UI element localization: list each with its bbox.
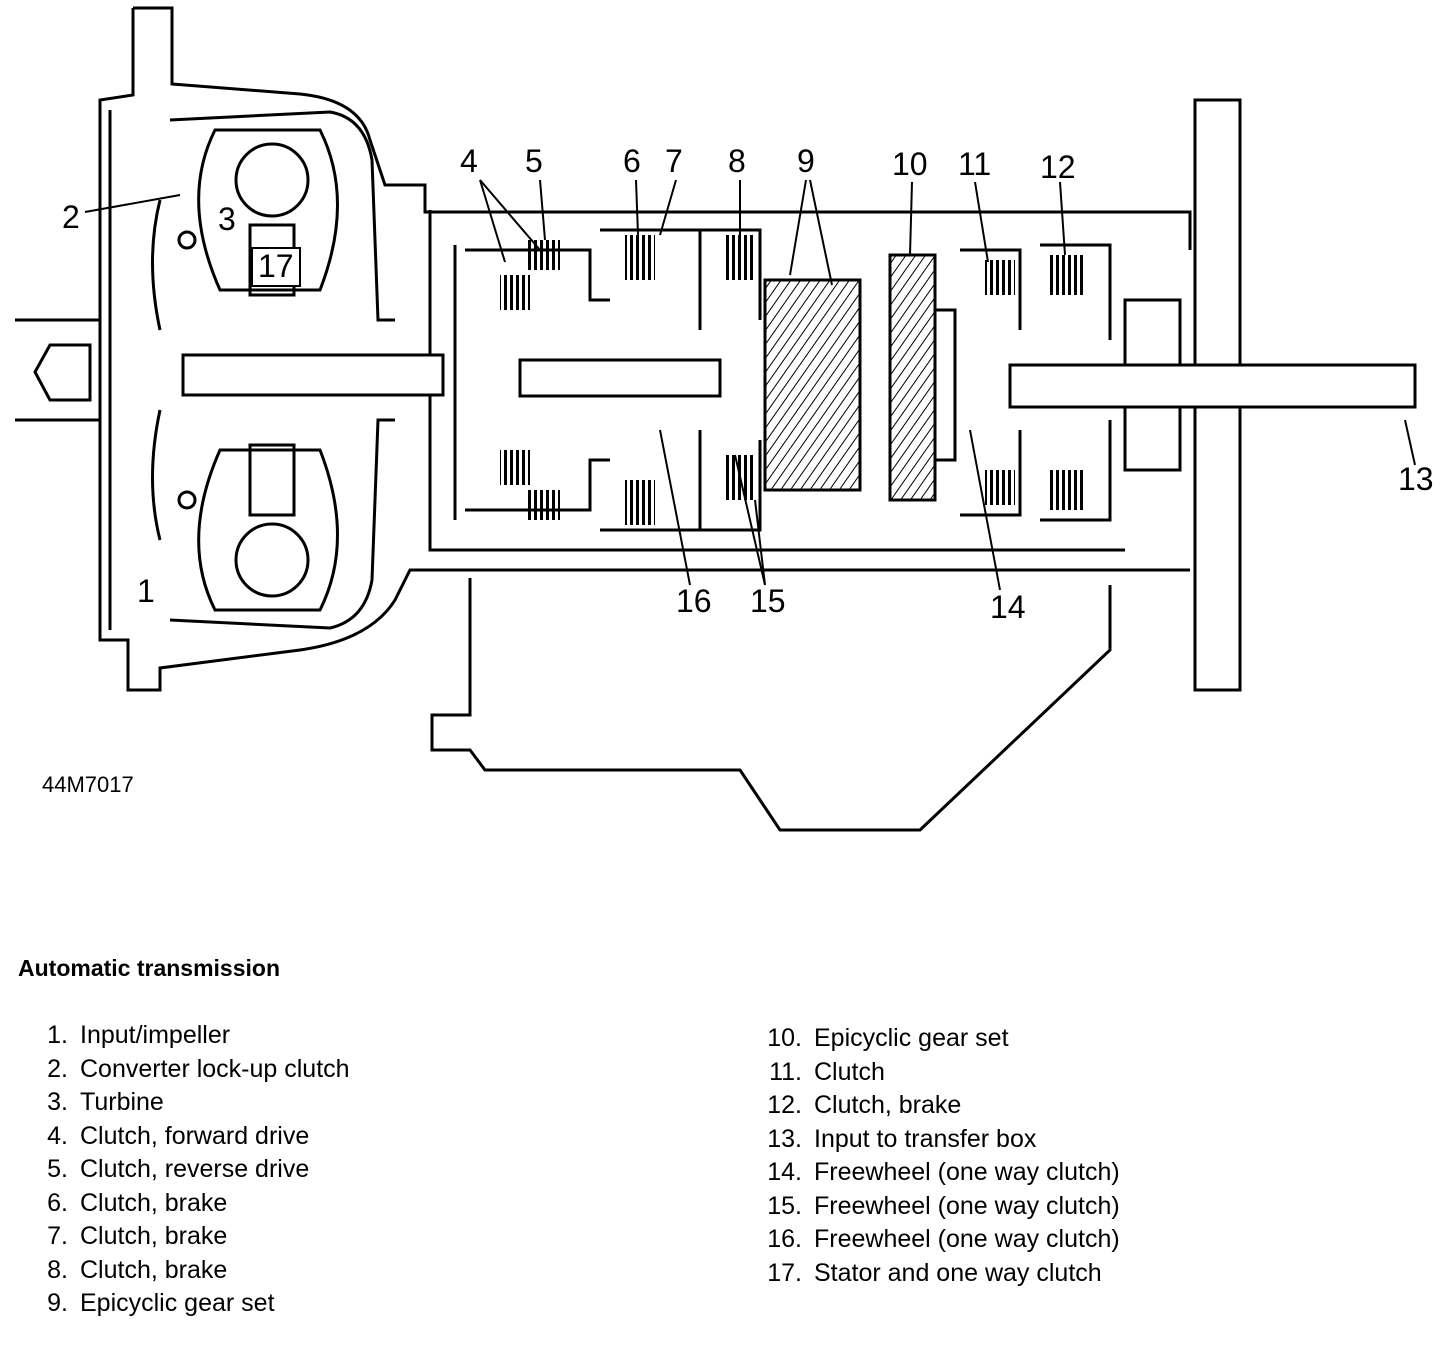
legend-item: 4.Clutch, forward drive — [47, 1121, 310, 1150]
callout-10: 10 — [892, 146, 928, 182]
legend-item: 10.Epicyclic gear set — [767, 1024, 1009, 1052]
epicyclic-gear-sets — [763, 253, 957, 502]
legend-item: 5.Clutch, reverse drive — [47, 1155, 310, 1183]
shafts — [15, 318, 1417, 422]
legend-item: 7.Clutch, brake — [47, 1222, 228, 1250]
legend-right-column: 10.Epicyclic gear set 11.Clutch 12.Clutc… — [750, 1022, 1120, 1290]
drawing-code: 44M7017 — [42, 772, 134, 797]
legend-item: 15.Freewheel (one way clutch) — [767, 1191, 1120, 1220]
legend-item: 6.Clutch, brake — [47, 1188, 228, 1217]
callout-3: 3 — [218, 201, 236, 237]
legend-item: 1.Input/impeller — [47, 1021, 231, 1049]
legend-item: 9.Epicyclic gear set — [47, 1289, 275, 1317]
callout-6: 6 — [623, 143, 641, 179]
callout-16: 16 — [676, 583, 712, 619]
legend-item: 12.Clutch, brake — [767, 1091, 962, 1119]
torque-converter — [151, 128, 339, 612]
callout-17: 17 — [258, 248, 294, 284]
callout-5: 5 — [525, 143, 543, 179]
legend-left-column: 1.Input/impeller 2.Converter lock-up clu… — [28, 1019, 350, 1321]
callout-14: 14 — [990, 589, 1026, 625]
legend-item: 3.Turbine — [47, 1088, 164, 1116]
callout-12: 12 — [1040, 149, 1076, 185]
legend-item: 13.Input to transfer box — [767, 1124, 1037, 1153]
transmission-cross-section-diagram: 1 2 3 4 5 6 7 8 9 10 11 12 13 14 15 16 1… — [15, 6, 1434, 832]
clutch-packs — [465, 228, 1112, 532]
legend-item: 11.Clutch — [769, 1057, 885, 1086]
legend-item: 17.Stator and one way clutch — [767, 1258, 1102, 1287]
callout-13: 13 — [1398, 461, 1434, 497]
callout-2: 2 — [62, 199, 80, 235]
callout-1: 1 — [137, 573, 155, 609]
callout-4: 4 — [460, 143, 478, 179]
legend-item: 16.Freewheel (one way clutch) — [767, 1225, 1120, 1253]
callout-numbers: 1 2 3 4 5 6 7 8 9 10 11 12 13 14 15 16 1… — [62, 143, 1434, 625]
legend-item: 8.Clutch, brake — [47, 1255, 228, 1284]
callout-8: 8 — [728, 143, 746, 179]
callout-11: 11 — [958, 146, 991, 182]
transmission-housing — [98, 6, 1242, 832]
leader-lines — [84, 179, 1416, 591]
callout-9: 9 — [797, 143, 815, 179]
callout-15: 15 — [750, 583, 786, 619]
legend-item: 2.Converter lock-up clutch — [47, 1054, 350, 1083]
legend-item: 14.Freewheel (one way clutch) — [767, 1158, 1120, 1186]
legend-title: Automatic transmission — [18, 955, 280, 981]
callout-7: 7 — [665, 143, 683, 179]
